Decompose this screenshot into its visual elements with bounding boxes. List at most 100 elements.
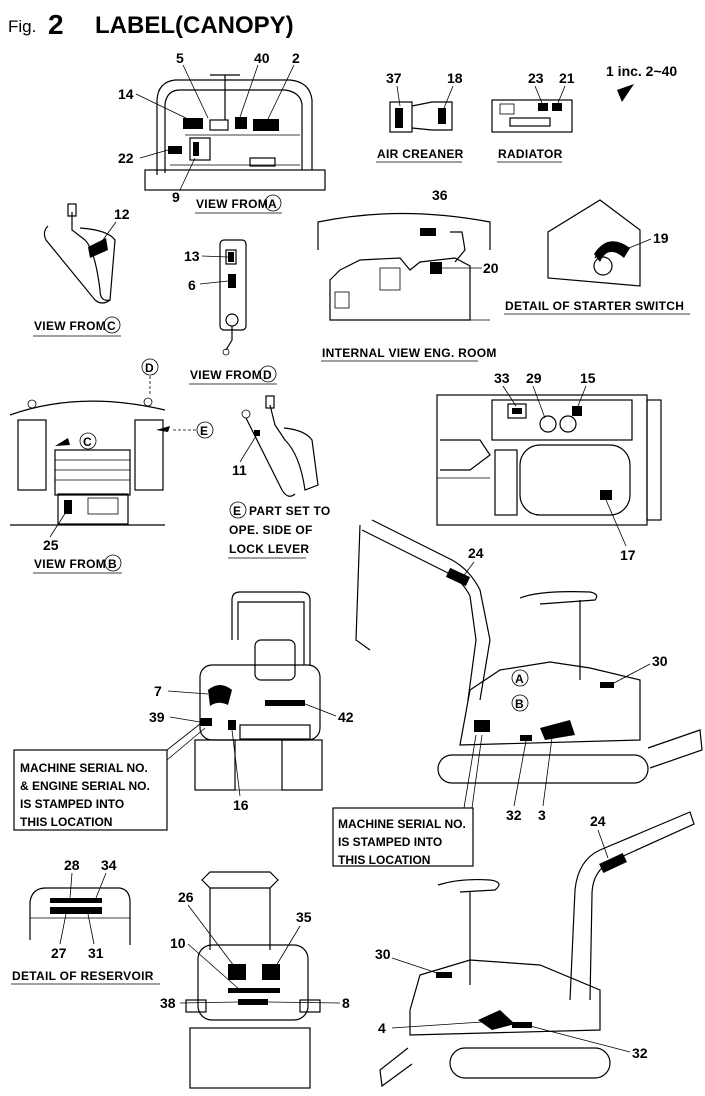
marker-a-label: A: [515, 672, 524, 686]
callout-36: 36: [432, 187, 448, 203]
pointer-arrow-icon: [617, 84, 634, 102]
callout-15: 15: [580, 370, 596, 386]
caption-radiator: RADIATOR: [498, 147, 563, 161]
caption-view-from-d-letter: D: [263, 368, 272, 382]
callout-31: 31: [88, 945, 104, 961]
callout-22: 22: [118, 150, 134, 166]
callout-26: 26: [178, 889, 194, 905]
caption-part-set-2: OPE. SIDE OF: [229, 523, 313, 537]
top-view-cab-drawing: [436, 394, 662, 526]
callout-28: 28: [64, 857, 80, 873]
box1-line2: & ENGINE SERIAL NO.: [20, 779, 150, 793]
callout-25: 25: [43, 537, 59, 553]
marker-d2-circle: [141, 358, 159, 376]
note-text: 1 inc. 2~40: [606, 63, 677, 79]
front-view-machine-drawing: [185, 871, 321, 1089]
caption-air-cleaner: AIR CREANER: [377, 147, 464, 161]
view-from-c-drawing: [43, 203, 116, 304]
callout-20: 20: [483, 260, 499, 276]
caption-view-from-a: VIEW FROM: [196, 197, 268, 211]
marker-b2-circle: [511, 694, 529, 712]
callout-19: 19: [653, 230, 669, 246]
callout-35: 35: [296, 909, 312, 925]
caption-view-from-a-letter: A: [268, 197, 277, 211]
callout-30b: 30: [375, 946, 391, 962]
caption-starter-switch: DETAIL OF STARTER SWITCH: [505, 299, 684, 313]
callout-8: 8: [342, 995, 350, 1011]
callout-2: 2: [292, 50, 300, 66]
marker-e-circle: [196, 421, 214, 439]
marker-a2-circle: [511, 669, 529, 687]
callout-12: 12: [114, 206, 130, 222]
side-view-excavator-drawing: [355, 519, 703, 784]
box-machine-engine-serial: [13, 749, 168, 831]
caption-view-from-b: VIEW FROM: [34, 557, 106, 571]
marker-d-label: D: [145, 361, 154, 375]
box1-line1: MACHINE SERIAL NO.: [20, 761, 148, 775]
marker-e2-circle: [229, 501, 247, 519]
marker-c2-circle: [79, 432, 97, 450]
box-machine-serial: [332, 807, 474, 867]
callout-34: 34: [101, 857, 117, 873]
callout-24b: 24: [590, 813, 606, 829]
caption-part-set-1: PART SET TO: [249, 504, 331, 518]
callout-32b: 32: [632, 1045, 648, 1061]
callout-39: 39: [149, 709, 165, 725]
radiator-drawing: [491, 99, 573, 133]
callout-14: 14: [118, 86, 134, 102]
callout-29: 29: [526, 370, 542, 386]
fig-prefix: Fig.: [8, 17, 36, 36]
callout-7: 7: [154, 683, 162, 699]
callout-30a: 30: [652, 653, 668, 669]
callout-10: 10: [170, 935, 186, 951]
caption-view-from-b-letter: B: [108, 557, 117, 571]
marker-e-label: E: [200, 424, 208, 438]
page-title: LABEL(CANOPY): [95, 12, 294, 39]
callout-11: 11: [232, 462, 247, 478]
box1-line3: IS STAMPED INTO: [20, 797, 124, 811]
callout-16: 16: [233, 797, 249, 813]
engine-room-drawing: [317, 212, 491, 321]
marker-b-label: B: [515, 697, 524, 711]
lock-lever-drawing: [241, 395, 319, 497]
callout-33: 33: [494, 370, 510, 386]
caption-part-set-letter: E: [233, 504, 241, 518]
view-from-b-drawing: [9, 397, 170, 526]
reservoir-drawing: [29, 887, 131, 945]
callout-6: 6: [188, 277, 196, 293]
caption-view-from-d: VIEW FROM: [190, 368, 262, 382]
callout-3: 3: [538, 807, 546, 823]
callout-13: 13: [184, 248, 200, 264]
marker-c-circle: [103, 316, 121, 334]
callout-5: 5: [176, 50, 184, 66]
callout-42: 42: [338, 709, 354, 725]
callout-32a: 32: [506, 807, 522, 823]
callout-4: 4: [378, 1020, 386, 1036]
rear-view-machine-drawing: [194, 591, 323, 791]
marker-b-circle: [104, 554, 122, 572]
caption-part-set-3: LOCK LEVER: [229, 542, 309, 556]
fig-number: 2: [48, 9, 64, 40]
callout-17: 17: [620, 547, 636, 563]
marker-c-label: C: [83, 435, 92, 449]
callout-24a: 24: [468, 545, 484, 561]
marker-d-circle: [259, 365, 277, 383]
side-view-excavator-2-drawing: [379, 811, 695, 1088]
box2-line1: MACHINE SERIAL NO.: [338, 817, 466, 831]
callout-23: 23: [528, 70, 544, 86]
callout-37: 37: [386, 70, 402, 86]
view-from-d-drawing: [219, 239, 247, 356]
callout-40: 40: [254, 50, 270, 66]
marker-a-circle: [264, 194, 282, 212]
callout-21: 21: [559, 70, 575, 86]
callout-38: 38: [160, 995, 176, 1011]
callout-27: 27: [51, 945, 67, 961]
caption-view-from-c-letter: C: [107, 319, 116, 333]
air-cleaner-drawing: [389, 101, 453, 133]
caption-reservoir: DETAIL OF RESERVOIR: [12, 969, 154, 983]
view-from-a-drawing: [144, 74, 326, 191]
caption-view-from-c: VIEW FROM: [34, 319, 106, 333]
callout-18: 18: [447, 70, 463, 86]
box2-line2: IS STAMPED INTO: [338, 835, 442, 849]
